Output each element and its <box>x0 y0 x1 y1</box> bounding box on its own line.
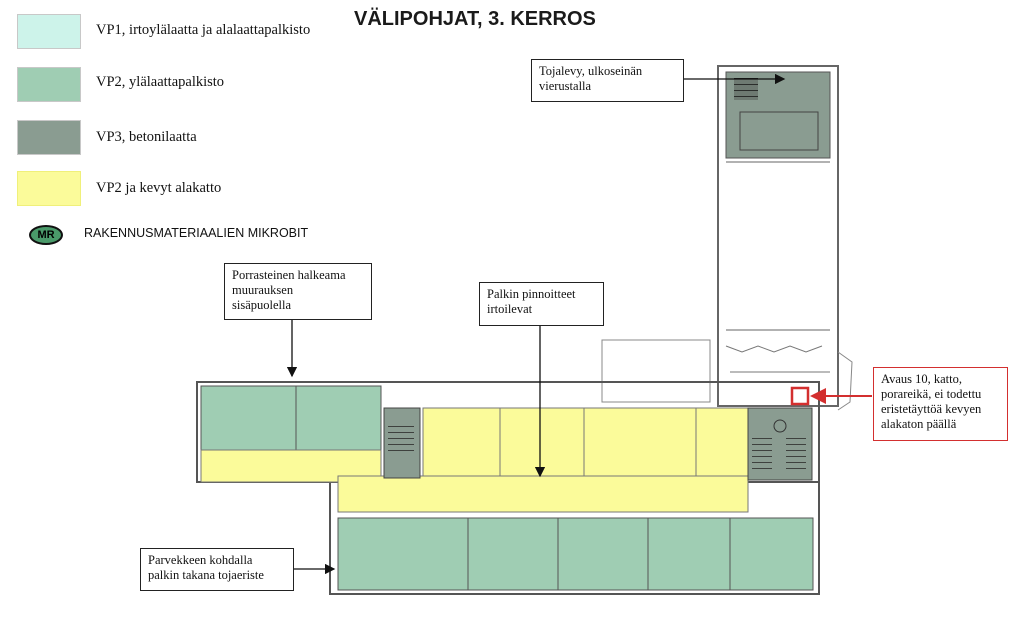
callout-palkin: Palkin pinnoitteet irtoilevat <box>479 282 604 326</box>
legend-label-vp2: VP2, ylälaattapalkisto <box>96 74 225 90</box>
callout-porrasteinen-line-2: muurauksen <box>232 283 294 297</box>
courtyard-outline <box>601 339 711 403</box>
plan-title: VÄLIPOHJAT, 3. KERROS <box>354 8 596 30</box>
stair-west-treads <box>388 424 414 456</box>
mr-badge-icon: MR <box>29 225 63 245</box>
north-wing <box>717 65 853 411</box>
tower-bay-outline <box>837 351 853 411</box>
stair-east-treads-a <box>752 438 772 474</box>
callout-avaus-line-2: porareikä, ei todettu <box>881 387 982 401</box>
callout-porrasteinen-line-1: Porrasteinen halkeama <box>232 268 346 282</box>
callout-tojalevy: Tojalevy, ulkoseinän vierustalla <box>531 59 684 102</box>
room-green-west <box>200 385 382 451</box>
legend-label-vp3: VP3, betonilaatta <box>96 129 197 145</box>
rooms-green-south <box>337 517 814 591</box>
mr-label: RAKENNUSMATERIAALIEN MIKROBIT <box>84 226 309 240</box>
callout-palkin-line-2: irtoilevat <box>487 302 533 316</box>
callout-palkin-line-1: Palkin pinnoitteet <box>487 287 576 301</box>
legend-swatch-vp2 <box>17 67 81 102</box>
avaus-10-marker <box>790 386 810 406</box>
stair-east-treads-b <box>786 438 806 474</box>
legend-swatch-vp2-ceiling <box>17 171 81 206</box>
callout-porrasteinen-line-3: sisäpuolella <box>232 298 292 312</box>
stair-east-well <box>773 419 787 433</box>
callout-avaus-line-1: Avaus 10, katto, <box>881 372 963 386</box>
north-room-outline <box>739 111 819 151</box>
callout-parvekkeen-line-2: palkin takana tojaeriste <box>148 568 264 582</box>
callout-porrasteinen: Porrasteinen halkeama muurauksen sisäpuo… <box>224 263 372 320</box>
callout-parvekkeen: Parvekkeen kohdalla palkin takana tojaer… <box>140 548 294 591</box>
north-stair <box>734 78 758 100</box>
north-wing-outline <box>717 65 839 407</box>
callout-tojalevy-line-1: Tojalevy, ulkoseinän <box>539 64 643 78</box>
callout-avaus-line-4: alakaton päällä <box>881 417 957 431</box>
callout-parvekkeen-line-1: Parvekkeen kohdalla <box>148 553 253 567</box>
legend-label-vp2-ceiling: VP2 ja kevyt alakatto <box>96 180 222 196</box>
tower-hatch-line <box>725 345 823 353</box>
callout-tojalevy-line-2: vierustalla <box>539 79 592 93</box>
callout-avaus: Avaus 10, katto, porareikä, ei todettu e… <box>873 367 1008 441</box>
legend-label-vp1: VP1, irtoylälaatta ja alalaattapalkisto <box>96 22 311 38</box>
zone-yellow-central <box>422 407 749 485</box>
legend-swatch-vp1 <box>17 14 81 49</box>
zone-yellow-corridor <box>337 475 749 513</box>
legend-swatch-vp3 <box>17 120 81 155</box>
callout-avaus-line-3: eristetäyttöä kevyen <box>881 402 982 416</box>
